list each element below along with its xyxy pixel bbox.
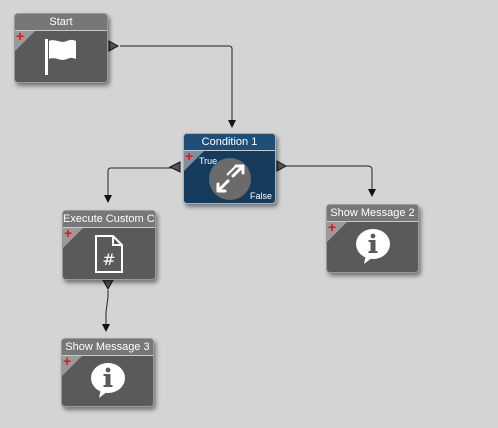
start-node-body: + (15, 28, 107, 82)
flag-icon (45, 39, 76, 75)
condition-node[interactable]: Condition 1 + True False (183, 133, 276, 204)
execute-output-port[interactable] (102, 279, 114, 291)
add-corner (62, 356, 82, 376)
add-icon[interactable]: + (328, 219, 337, 235)
show-message-3-title: Show Message 3 (62, 339, 153, 356)
condition-true-label: True (199, 156, 218, 166)
condition-arrows-icon (209, 158, 251, 200)
connector-execute-to-show3[interactable] (102, 290, 110, 332)
condition-false-label: False (249, 191, 272, 201)
start-output-port[interactable] (108, 40, 120, 52)
condition-true-port[interactable] (168, 161, 181, 173)
connector-start-to-condition[interactable] (120, 45, 236, 128)
execute-custom-code-node[interactable]: Execute Custom Co + # (62, 210, 156, 280)
add-corner (184, 151, 204, 171)
start-node[interactable]: Start + (14, 13, 108, 83)
show-message-2-node[interactable]: Show Message 2 + (326, 204, 419, 273)
add-icon[interactable]: + (185, 148, 194, 164)
show-message-3-body: + (62, 353, 153, 406)
show-message-2-title: Show Message 2 (327, 205, 418, 222)
add-icon[interactable]: + (64, 225, 73, 241)
code-file-icon: # (95, 235, 123, 273)
info-bubble-icon (356, 229, 390, 264)
condition-node-body: + True False (184, 148, 275, 203)
add-icon[interactable]: + (63, 353, 72, 369)
condition-node-title: Condition 1 (184, 134, 275, 151)
connector-condition-true-to-execute[interactable] (104, 167, 176, 203)
start-node-title: Start (15, 14, 107, 31)
execute-node-body: + # (63, 225, 155, 279)
add-corner (327, 222, 347, 242)
show-message-3-node[interactable]: Show Message 3 + (61, 338, 154, 407)
add-icon[interactable]: + (16, 28, 25, 44)
condition-false-port[interactable] (276, 160, 288, 172)
add-corner (15, 31, 35, 51)
svg-text:#: # (102, 250, 115, 269)
execute-node-title: Execute Custom Co (63, 211, 155, 228)
show-message-2-body: + (327, 219, 418, 272)
connector-condition-false-to-show2[interactable] (286, 165, 376, 197)
add-corner (63, 228, 83, 248)
info-bubble-icon (91, 363, 125, 398)
